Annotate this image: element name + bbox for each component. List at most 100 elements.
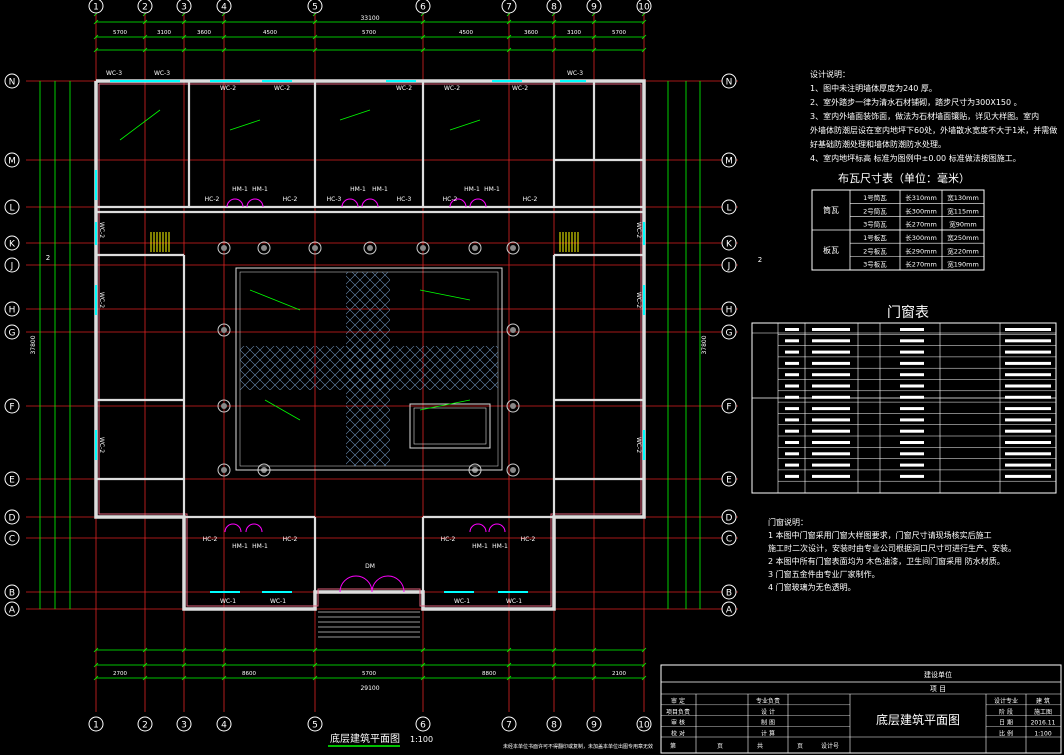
column-core — [221, 467, 227, 473]
dw-redacted — [900, 373, 924, 377]
axis-bubble-row — [4, 509, 20, 525]
dw-redacted — [1005, 407, 1051, 411]
design-notes: 设计说明： 1、图中未注明墙体厚度为240 厚。 2、室外踏步一律为清水石材铺砌… — [810, 68, 1060, 166]
column-core — [221, 327, 227, 333]
axis-bubble-row-label: A — [9, 606, 16, 616]
design-note-item: 3、室内外墙面装饰面，做法为石材墙面镶贴，详见大样图。室内 — [810, 112, 1040, 121]
axis-bubble-row — [4, 152, 20, 168]
axis-bubble-row — [4, 530, 20, 546]
tb-bottom-label: 页 — [717, 743, 723, 750]
door-swing — [245, 523, 263, 533]
axis-bubble-col-label: 9 — [591, 3, 597, 13]
dim-tick — [551, 34, 557, 40]
axis-bubble-row-label: K — [726, 240, 733, 250]
room-label: HC-2 — [521, 536, 536, 543]
dim-tick — [142, 675, 148, 681]
dim-tick — [591, 19, 597, 25]
column — [506, 241, 520, 255]
dim-tick — [591, 675, 597, 681]
dim-text-top: 3100 — [157, 30, 171, 36]
dim-tick — [641, 34, 647, 40]
door-note-item: 施工时二次设计，安装时由专业公司根据洞口尺寸可进行生产、安装。 — [768, 544, 1016, 553]
axis-bubble-row-label: D — [9, 514, 16, 524]
dim-text-top: 5700 — [362, 30, 376, 36]
room-label: HC-2 — [523, 196, 538, 203]
room-label: WC-2 — [220, 85, 236, 92]
tb-bottom-label: 共 — [757, 742, 763, 750]
dw-redacted — [900, 328, 924, 331]
room-label: WC-2 — [512, 85, 528, 92]
column — [363, 241, 377, 255]
room-label: HC-3 — [397, 196, 412, 203]
axis-bubble-row — [4, 199, 20, 215]
axis-bubble-col-label: 5 — [312, 3, 318, 13]
axis-k-note: 2 — [758, 256, 762, 264]
dim-tick — [551, 675, 557, 681]
axis-bubble-col — [636, 0, 652, 14]
main-door-swing — [339, 575, 405, 593]
tile-cell: 宽90mm — [949, 220, 976, 229]
axis-bubble-row-label: F — [9, 403, 14, 413]
dim-text-bottom: 2100 — [612, 671, 626, 677]
dim-text-bottom: 8600 — [242, 671, 256, 677]
room-label: HC-2 — [283, 196, 298, 203]
tile-cell: 宽190mm — [947, 260, 979, 269]
dim-text-bottom: 8800 — [482, 671, 496, 677]
dim-tick — [551, 662, 557, 668]
leader-line — [119, 109, 161, 141]
dim-text-bottom: 5700 — [362, 671, 376, 677]
tb-right-value: 建 筑 — [1036, 697, 1050, 705]
main-door-label: DM — [365, 563, 375, 570]
dim-text-top: 4500 — [459, 30, 473, 36]
tile-cell: 长290mm — [905, 246, 937, 255]
column-core — [221, 403, 227, 409]
door-notes-heading: 门窗说明： — [768, 518, 808, 527]
dim-tick — [181, 662, 187, 668]
column-core — [510, 245, 516, 251]
column — [257, 241, 271, 255]
door-swing — [469, 198, 487, 208]
tb-bottom-label: 第 — [670, 742, 676, 750]
dw-redacted — [900, 407, 924, 411]
door-swing — [226, 198, 244, 208]
dim-tick — [181, 34, 187, 40]
dim-tick — [506, 19, 512, 25]
dw-redacted — [1005, 452, 1051, 456]
dw-redacted — [1005, 418, 1051, 422]
axis-bubble-col-label: 10 — [638, 3, 650, 13]
tb-right-label: 阶 段 — [999, 708, 1013, 716]
axis-bubble-row-label: E — [9, 476, 15, 486]
dw-redacted — [812, 418, 850, 422]
tile-group-name: 板瓦 — [823, 245, 839, 255]
dim-tick — [506, 662, 512, 668]
dw-redacted — [900, 350, 924, 354]
room-label: HC-3 — [327, 196, 342, 203]
door-swing — [488, 523, 506, 533]
column-core — [510, 327, 516, 333]
tb-left-label: 校 对 — [671, 729, 685, 737]
dim-text-top: 3600 — [197, 30, 211, 36]
tb-left-label: 审 定 — [671, 697, 685, 705]
tile-cell: 3号筒瓦 — [863, 220, 887, 229]
axis-bubble-row — [721, 235, 737, 251]
axis-bubble-col — [415, 716, 431, 732]
room-label-vertical: WC-2 — [98, 222, 105, 238]
dw-redacted — [900, 474, 924, 478]
design-note-item: 好基础防潮处理和墙体防潮防水处理。 — [810, 140, 946, 149]
axis-bubble-col — [586, 716, 602, 732]
axis-bubble-row-label: A — [726, 606, 733, 616]
design-notes-heading: 设计说明： — [810, 70, 850, 79]
column-core — [472, 245, 478, 251]
dim-tick — [181, 19, 187, 25]
door-swing — [246, 198, 264, 208]
axis-bubble-row-label: B — [726, 589, 732, 599]
dw-redacted — [900, 429, 924, 433]
walls — [94, 79, 646, 638]
axis-bubble-row-label: N — [9, 78, 16, 88]
tile-cell: 3号板瓦 — [863, 260, 887, 269]
dw-redacted — [812, 452, 850, 456]
design-note-item: 2、室外踏步一律为清水石材铺砌，踏步尺寸为300X150 。 — [810, 98, 1022, 107]
tb-mid-label: 专业负责 — [756, 697, 780, 705]
